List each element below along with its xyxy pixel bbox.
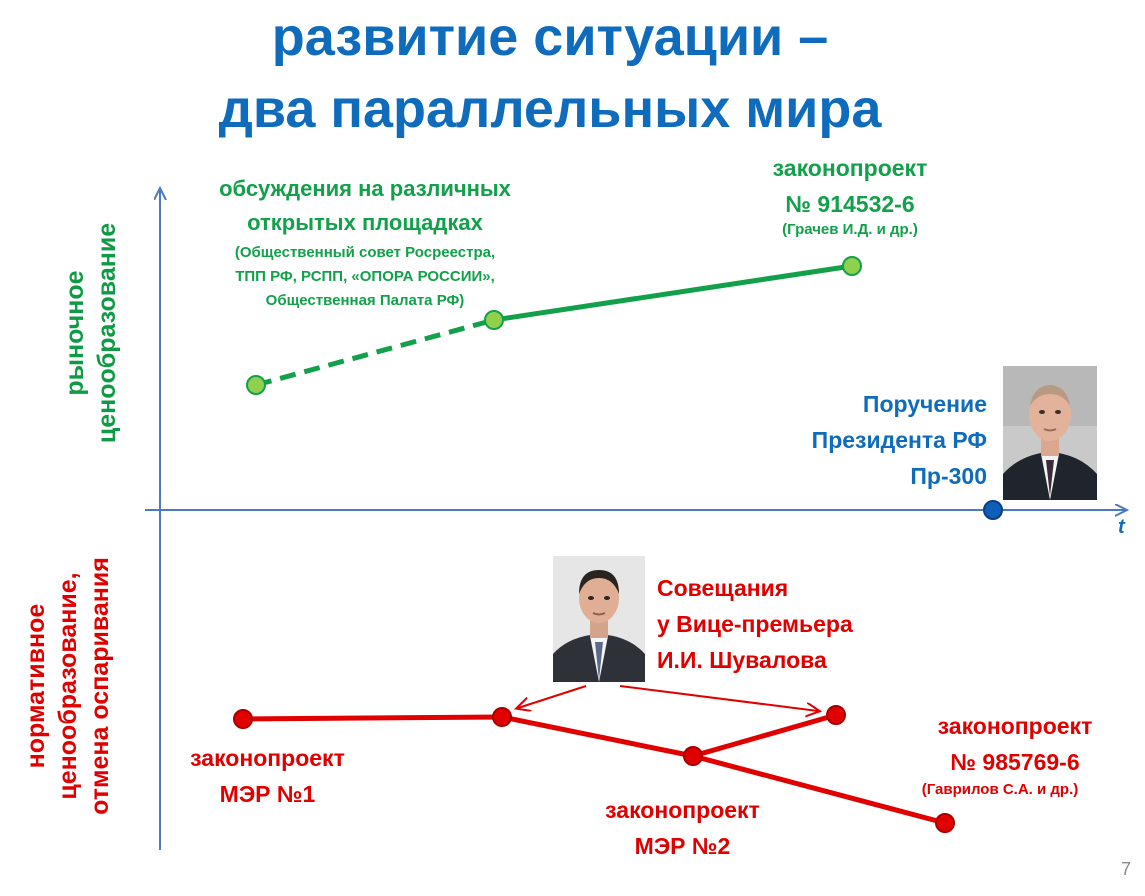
meetings-line-3: И.И. Шувалова [657, 647, 827, 673]
discussions-venues: (Общественный совет Росреестра, ТПП РФ, … [160, 241, 570, 313]
page-number: 7 [1120, 859, 1131, 879]
lower-axis-label-line-1: нормативное [22, 603, 50, 769]
normative-bill-authors: (Гаврилов С.А. и др.) [921, 781, 1079, 798]
meetings-line-2: у Вице-премьера [657, 611, 853, 637]
market-bill-label: законопроект № 914532-6 [720, 150, 980, 222]
mer1-bill-label: законопроект МЭР №1 [155, 740, 380, 812]
lower-axis-label: нормативное ценообразование, отмена оспа… [20, 556, 116, 816]
lower-axis-label-line-3: отмена оспаривания [86, 557, 114, 815]
market-bill-line-1: законопроект [772, 155, 928, 181]
normative-bill-label: законопроект № 985769-6 [885, 708, 1145, 780]
president-order-line-1: Поручение [862, 391, 987, 417]
discussions-venues-line-2: ТПП РФ, РСПП, «ОПОРА РОССИИ», [235, 268, 495, 285]
mer1-bill-line-1: законопроект [190, 745, 345, 771]
president-point [983, 500, 1003, 520]
market-dashed-segment [255, 317, 495, 388]
time-axis-label: t [1118, 516, 1125, 538]
upper-axis-label: рыночное ценообразование [59, 215, 123, 451]
mer1-bill-line-2: МЭР №1 [219, 781, 316, 807]
discussions-line-1: обсуждения на различных [219, 176, 511, 201]
mer1-segment [242, 714, 503, 722]
upper-axis-label-line-1: рыночное [61, 270, 89, 396]
president-portrait-photo [1003, 366, 1097, 500]
upper-axis-label-line-2: ценообразование [93, 222, 121, 444]
normative-point-branch [826, 705, 846, 725]
mer2-bill-label: законопроект МЭР №2 [570, 792, 795, 864]
mer2-bill-line-1: законопроект [605, 797, 760, 823]
normative-bill-line-2: № 985769-6 [950, 749, 1080, 775]
meetings-label: Совещания у Вице-премьера И.И. Шувалова [657, 570, 907, 678]
lower-axis-label-line-2: ценообразование, [54, 572, 82, 800]
discussions-line-2: открытых площадках [247, 210, 483, 235]
market-bill-line-2: № 914532-6 [785, 191, 915, 217]
market-point-start [246, 375, 266, 395]
vice-premier-portrait-photo [553, 556, 645, 682]
meetings-line-1: Совещания [657, 575, 789, 601]
normative-bill-line-1: законопроект [937, 713, 1093, 739]
market-solid-segment [493, 263, 853, 323]
discussions-label: обсуждения на различных открытых площадк… [160, 172, 570, 240]
discussions-venues-line-3: Общественная Палата РФ) [265, 292, 465, 309]
president-order-line-3: Пр-300 [910, 463, 987, 489]
market-bill-authors: (Грачев И.Д. и др.) [782, 221, 918, 238]
title-line-1: развитие ситуации – [271, 7, 829, 67]
normative-point-mer2 [683, 746, 703, 766]
normative-point-meeting [492, 707, 512, 727]
president-order-line-2: Президента РФ [811, 427, 987, 453]
meeting-arrow-left [518, 685, 587, 708]
market-point-bill [842, 256, 862, 276]
meeting-arrow-right [619, 685, 818, 711]
president-order-label: Поручение Президента РФ Пр-300 [735, 386, 987, 494]
normative-point-mer1 [233, 709, 253, 729]
title-line-2: два параллельных мира [218, 79, 882, 139]
branch-down-segment [692, 753, 946, 826]
mer2-segment [501, 714, 694, 759]
discussions-venues-line-1: (Общественный совет Росреестра, [234, 244, 496, 261]
mer2-bill-line-2: МЭР №2 [634, 833, 731, 859]
normative-point-bill [935, 813, 955, 833]
branch-up-segment [692, 712, 837, 759]
market-point-discussions [484, 310, 504, 330]
